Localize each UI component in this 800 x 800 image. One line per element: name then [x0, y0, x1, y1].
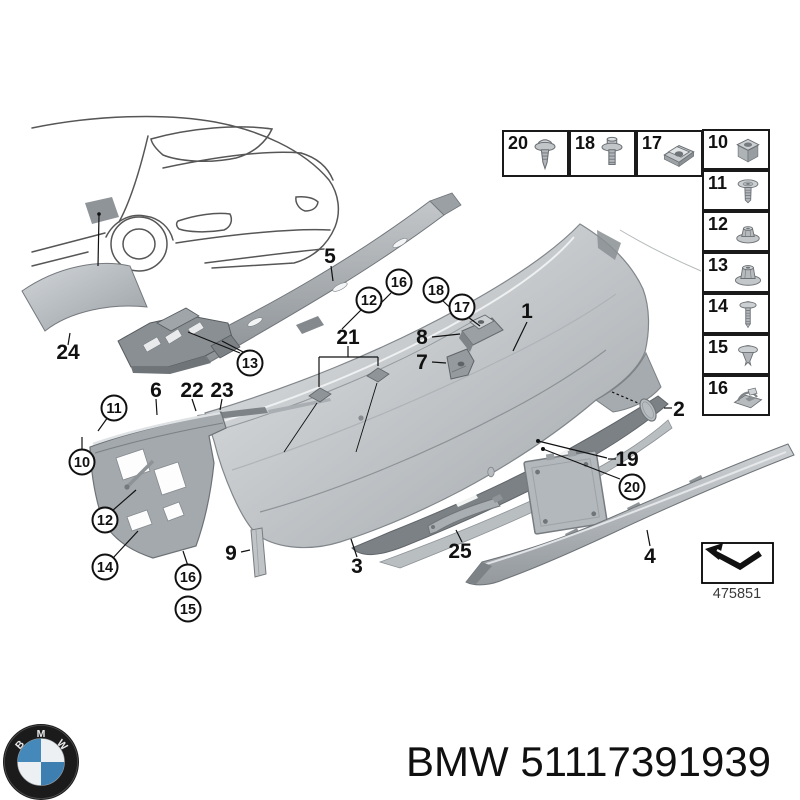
callout-1: 1	[521, 300, 533, 323]
protective-film-24	[21, 262, 148, 332]
callout-5: 5	[324, 245, 336, 268]
legend-cell-17: 17	[636, 130, 703, 177]
reflector-9	[250, 527, 267, 578]
legend-num: 15	[708, 337, 729, 357]
expansion-rivet-icon	[737, 179, 759, 204]
callout-circle-12b: 12	[91, 506, 119, 534]
bracket-8	[459, 314, 504, 352]
legend-num: 10	[708, 132, 729, 152]
svg-text:12: 12	[361, 293, 377, 309]
legend-num: 18	[575, 133, 596, 153]
legend-cell-11: 11	[702, 170, 770, 211]
bmw-logo: B M W	[3, 724, 79, 800]
callout-circle-10: 10	[68, 448, 96, 476]
callout-3: 3	[351, 555, 363, 578]
push-rivet-icon	[738, 345, 758, 367]
callout-8: 8	[416, 326, 428, 349]
legend-num: 13	[708, 255, 729, 275]
flange-screw-icon	[601, 136, 623, 165]
logo-letter-m: M	[37, 728, 46, 740]
legend-cell-14: 14	[702, 293, 770, 334]
svg-text:10: 10	[74, 455, 90, 471]
cover-disc-2	[639, 398, 657, 422]
ref-code: 475851	[713, 586, 761, 602]
svg-text:17: 17	[454, 300, 470, 316]
callout-circle-20: 20	[618, 473, 646, 501]
callout-2: 2	[673, 398, 685, 421]
legend-cell-18: 18	[569, 130, 636, 177]
travel-arrow-icon	[705, 543, 762, 571]
cage-nut-icon	[663, 144, 695, 168]
svg-text:13: 13	[242, 356, 258, 372]
trim-strip-4	[465, 443, 795, 586]
legend-cell-13: 13	[702, 252, 770, 293]
legend-num: 12	[708, 214, 729, 234]
svg-text:11: 11	[106, 401, 121, 417]
callout-7: 7	[416, 351, 428, 374]
impact-absorber	[117, 307, 241, 374]
callout-4: 4	[644, 545, 656, 568]
svg-text:16: 16	[391, 275, 407, 291]
callout-circle-11: 11	[100, 394, 128, 422]
legend-num: 14	[708, 296, 729, 316]
legend-cell-15: 15	[702, 334, 770, 375]
svg-text:16: 16	[180, 570, 196, 586]
plate-base-19	[523, 449, 608, 535]
legend-num: 11	[708, 173, 728, 193]
tapping-screw-icon	[534, 139, 556, 171]
svg-text:15: 15	[180, 602, 196, 618]
flange-nut-icon	[734, 265, 762, 286]
callout-circle-15: 15	[174, 595, 202, 623]
callout-19: 19	[615, 448, 638, 471]
svg-text:12: 12	[97, 513, 113, 529]
svg-text:14: 14	[97, 560, 113, 576]
side-bracket-6	[89, 411, 227, 559]
pdc-sensor-hole	[358, 415, 364, 421]
callout-circle-16: 16	[385, 268, 413, 296]
callout-21: 21	[336, 326, 360, 349]
legend-cell-20: 20	[502, 130, 569, 177]
push-rivet-long-icon	[739, 301, 757, 329]
legend-num: 20	[508, 133, 529, 153]
film-location-patch	[85, 197, 119, 224]
callout-24: 24	[56, 341, 80, 364]
callout-25: 25	[448, 540, 472, 563]
callout-circle-18: 18	[422, 276, 450, 304]
bracket-strip-25	[427, 494, 503, 535]
legend-cell-12: 12	[702, 211, 770, 252]
legend-cell-16: 16	[702, 375, 770, 416]
callout-22: 22	[180, 379, 203, 402]
part-number-text: 51117391939	[520, 738, 772, 785]
callout-circle-14: 14	[91, 553, 119, 581]
leader-lines	[67, 212, 672, 567]
callout-6: 6	[150, 379, 162, 402]
callout-circle-13: 13	[236, 349, 264, 377]
plastic-nut-icon	[736, 226, 760, 244]
car-outline	[31, 115, 340, 272]
guide-clips-21	[308, 367, 390, 403]
callout-circle-12: 12	[355, 286, 383, 314]
brand-text: BMW	[406, 738, 509, 785]
impact-beam-5	[195, 192, 462, 363]
svg-text:18: 18	[428, 283, 444, 299]
callout-23: 23	[210, 379, 233, 402]
legend-num: 17	[642, 133, 663, 153]
clamp-clip-icon	[733, 387, 763, 409]
direction-ref-box: 475851	[701, 542, 774, 602]
legend-cell-10: 10	[702, 129, 770, 170]
bracket-7	[446, 348, 475, 380]
callout-circle-17: 17	[448, 293, 476, 321]
part-number-line: BMW 51117391939	[406, 741, 771, 783]
callout-circle-16b: 16	[174, 563, 202, 591]
callout-9: 9	[225, 542, 237, 565]
square-grommet-icon	[736, 138, 760, 163]
callouts: 24 5 6 22 23 9 21 8 7 1 2 19 3 25 4 13 1…	[56, 245, 685, 623]
legend-num: 16	[708, 378, 729, 398]
svg-text:20: 20	[624, 480, 640, 496]
